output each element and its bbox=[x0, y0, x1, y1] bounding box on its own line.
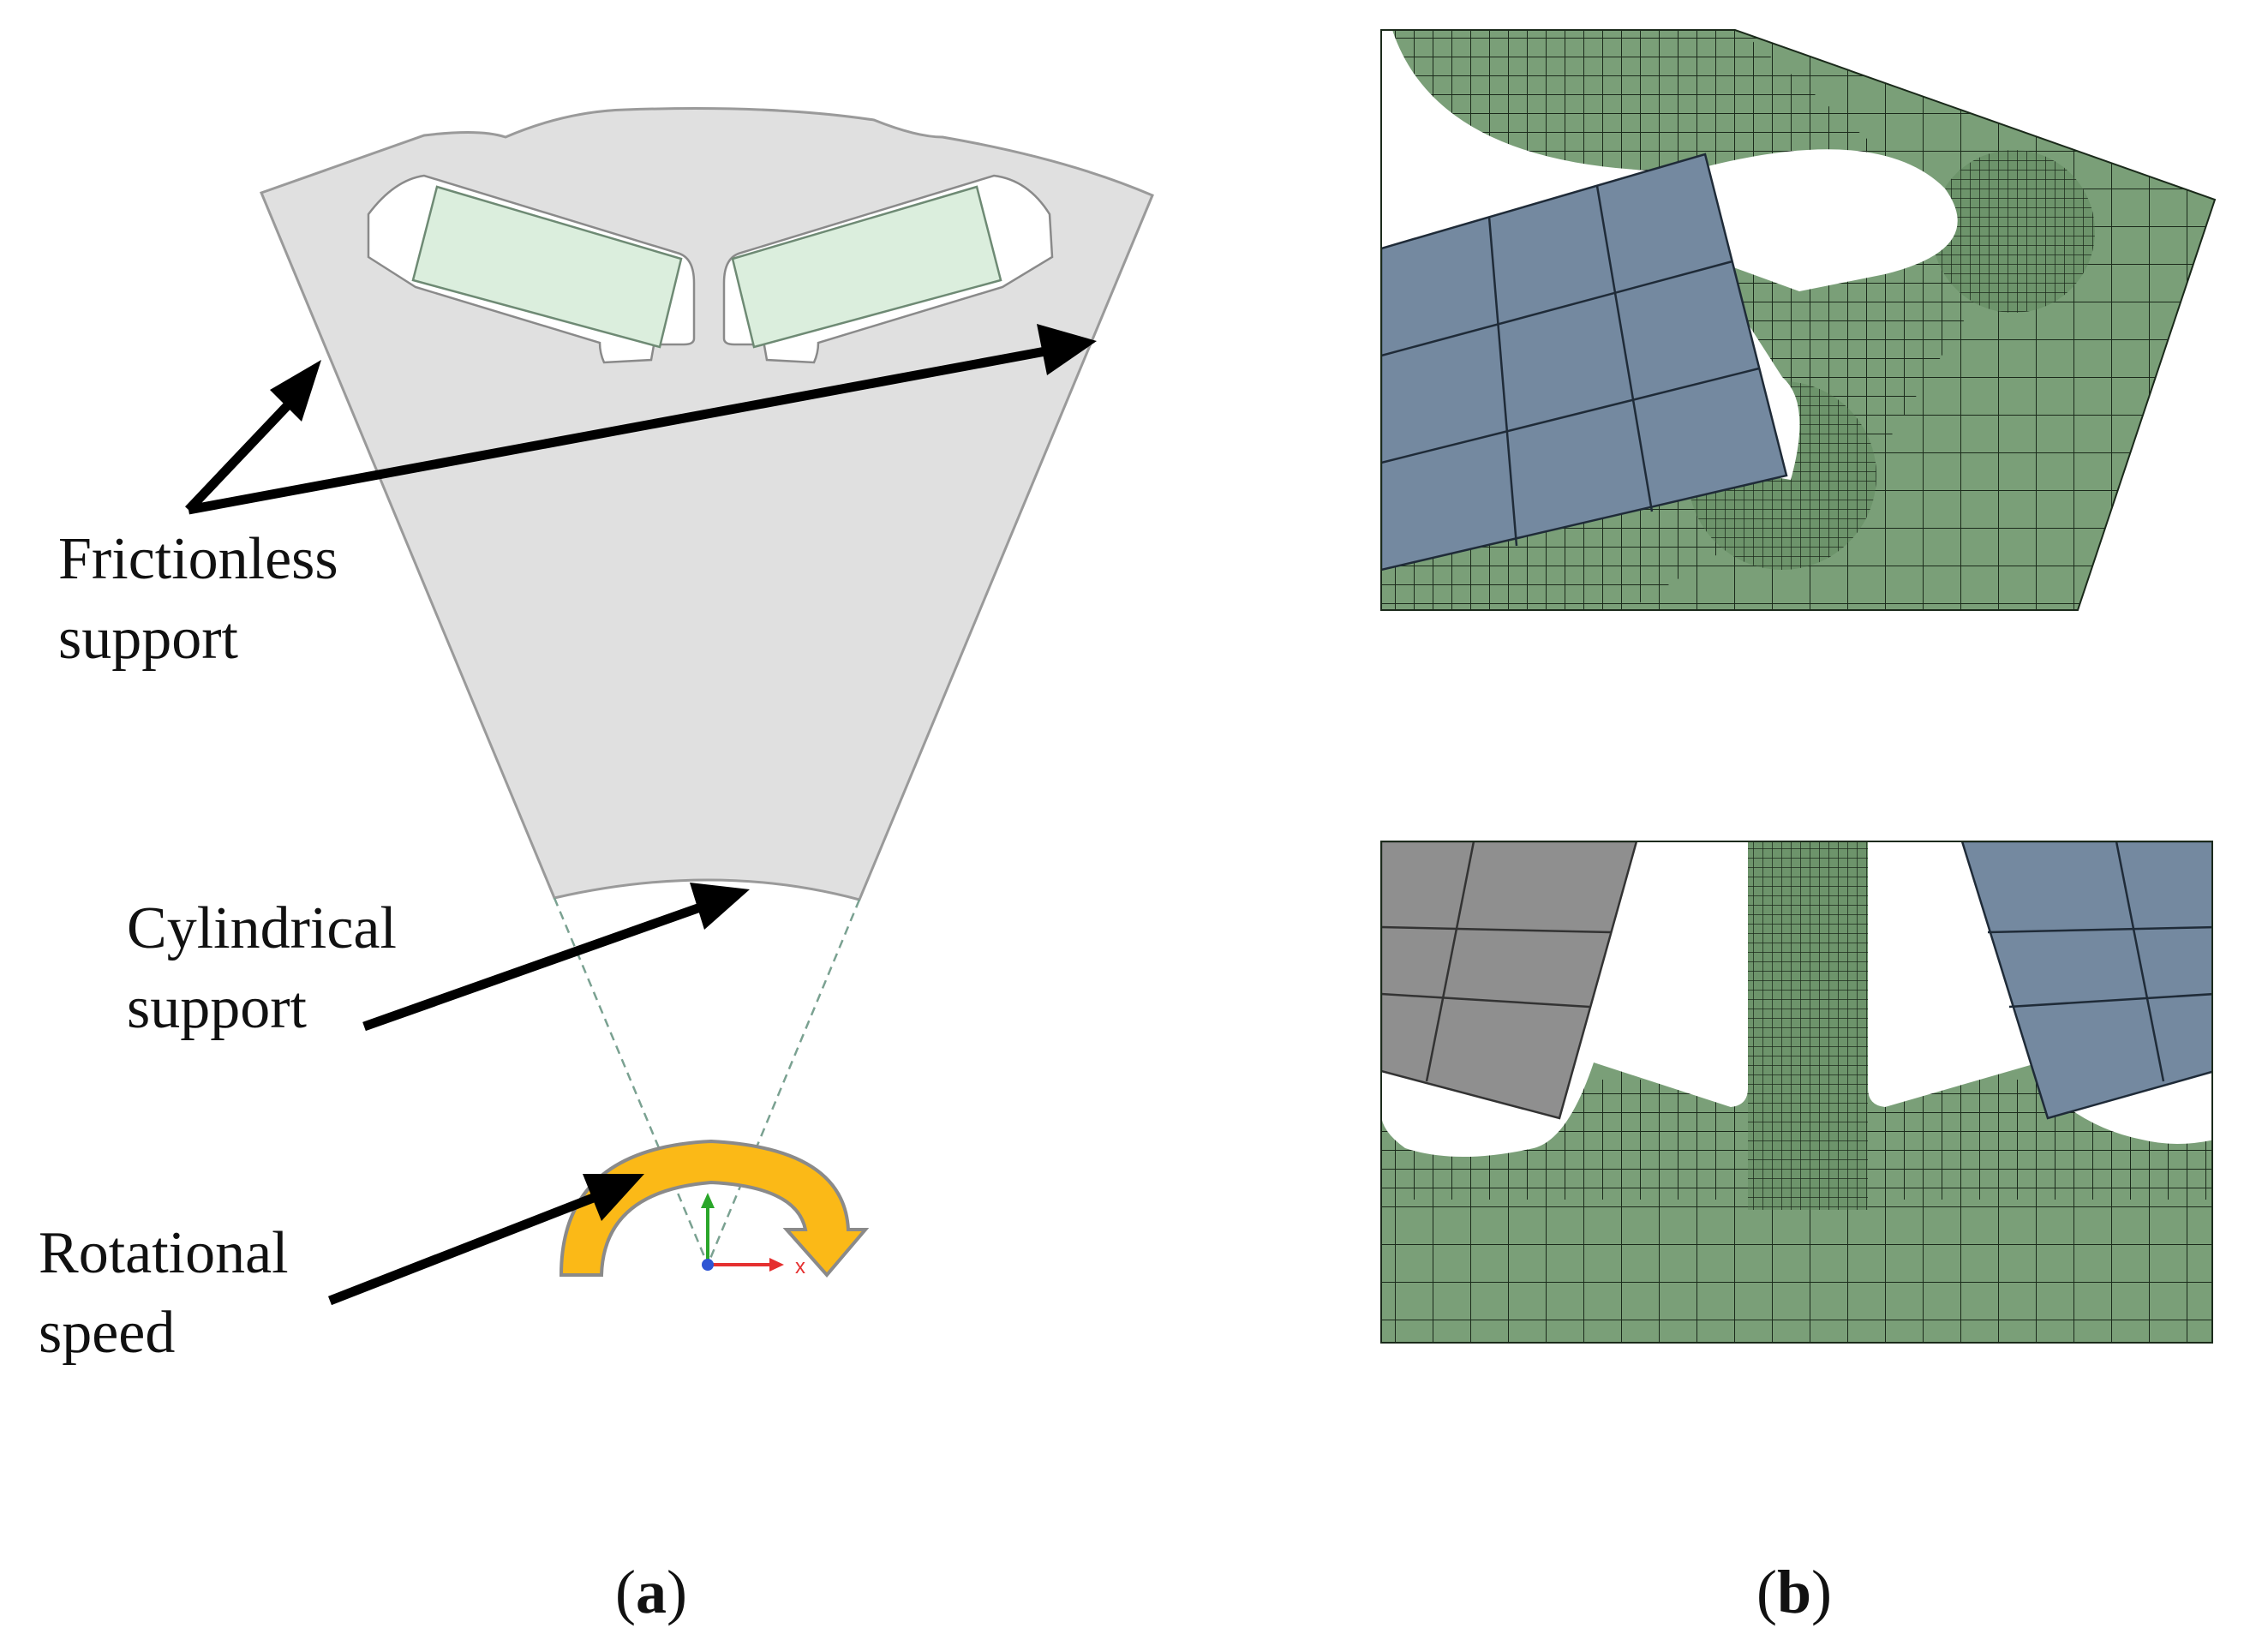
frictionless-arrow-right bbox=[187, 324, 1097, 515]
mesh-view-bottom bbox=[1381, 841, 2212, 1343]
panel-a: x Frictionless support Cylindrical suppo… bbox=[39, 107, 1154, 1626]
panel-b-label: (b) bbox=[1756, 1558, 1832, 1626]
mesh-view-top bbox=[1381, 30, 2215, 610]
magnet-mesh-bottom-left bbox=[1381, 841, 1638, 1120]
magnet-right bbox=[731, 185, 1002, 349]
panel-a-label: (a) bbox=[615, 1558, 687, 1626]
rotational-speed-label: Rotational speed bbox=[39, 1220, 303, 1366]
coordinate-axes-icon: x bbox=[701, 1193, 805, 1278]
cylindrical-arrow bbox=[362, 883, 750, 1032]
magnet-left bbox=[411, 185, 683, 349]
axis-x-label: x bbox=[795, 1255, 805, 1278]
magnet-mesh-bottom-right bbox=[1960, 841, 2212, 1120]
construction-line-left bbox=[553, 897, 709, 1266]
frictionless-support-label: Frictionless support bbox=[58, 526, 353, 672]
cylindrical-support-label: Cylindrical support bbox=[127, 895, 411, 1041]
frictionless-arrow-left bbox=[185, 360, 321, 513]
panel-b: (b) bbox=[1380, 29, 2217, 1626]
rotational-arrow bbox=[327, 1174, 644, 1306]
construction-line-right bbox=[706, 899, 861, 1266]
magnet-mesh-top bbox=[1381, 153, 1788, 572]
